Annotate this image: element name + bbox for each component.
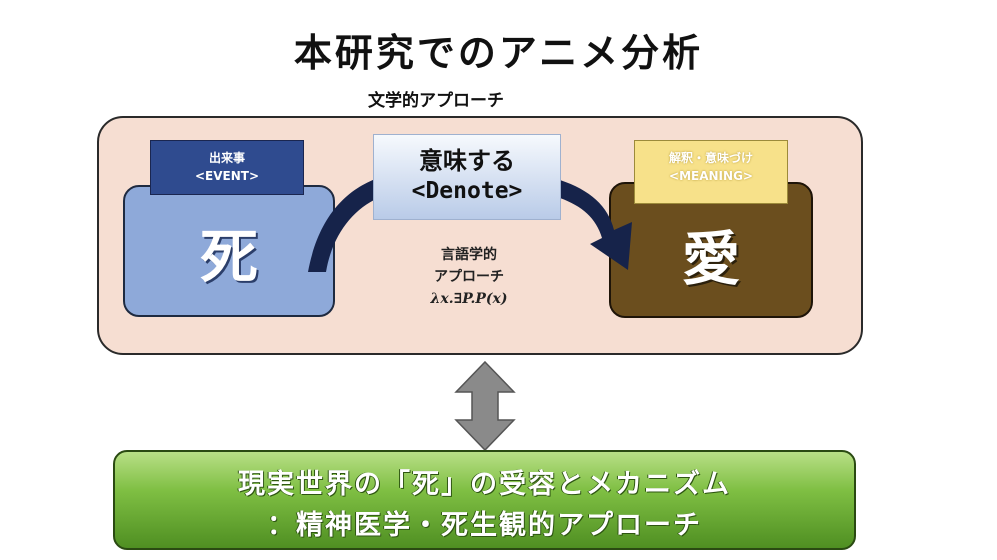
linguistic-line2: アプローチ [434, 269, 504, 285]
page-title: 本研究でのアニメ分析 [293, 31, 704, 75]
denote-english: <Denote> [411, 178, 523, 204]
event-character: 死 [199, 223, 258, 291]
meaning-character: 愛 [681, 225, 740, 293]
event-tag-english: <EVENT> [194, 169, 260, 183]
subtitle: 文学的アプローチ [368, 91, 504, 111]
reality-line1: 現実世界の「死」の受容とメカニズム [238, 469, 731, 500]
meaning-tag-label: 解釈・意味づけ [668, 151, 753, 165]
double-arrow-icon [454, 360, 516, 452]
event-tag: 出来事 <EVENT> [150, 140, 304, 195]
reality-bar [113, 450, 856, 550]
event-tag-label: 出来事 [208, 151, 245, 165]
denote-box [373, 134, 561, 220]
meaning-box [609, 182, 813, 318]
event-box [123, 185, 335, 317]
linguistic-line1: 言語学的 [441, 247, 497, 263]
curved-arrow-left-shape [308, 178, 378, 272]
meaning-tag: 解釈・意味づけ <MEANING> [634, 140, 788, 204]
linguistic-formula: λx.∃P.P(x) [430, 291, 508, 307]
curved-arrow-right-shape [560, 180, 632, 270]
denote-label: 意味する [419, 147, 515, 175]
meaning-tag-english: <MEANING> [669, 169, 753, 183]
reality-line2: ：精神医学・死生観的アプローチ [267, 510, 702, 541]
linguistic-approach: 言語学的 アプローチ λx.∃P.P(x) [380, 244, 558, 310]
